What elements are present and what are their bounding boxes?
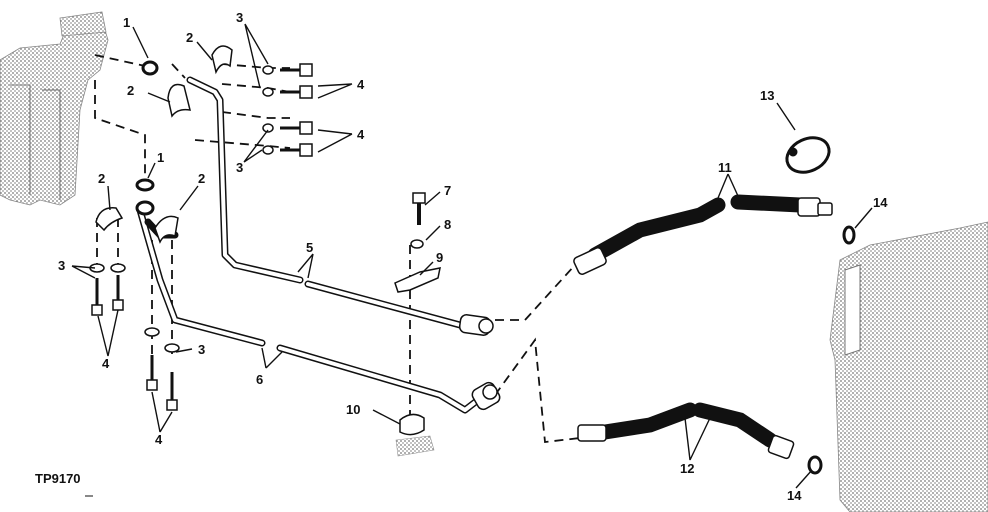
callout-2b: 2 [127,83,134,98]
callout-13: 13 [760,88,774,103]
o-rings [807,225,856,475]
hose-lower [577,402,795,460]
callout-4c: 4 [102,356,110,371]
oil-cooler-icon [829,221,988,512]
callout-14b: 14 [787,488,802,503]
callout-8: 8 [444,217,451,232]
callout-12: 12 [680,461,694,476]
callout-9: 9 [436,250,443,265]
callout-2a: 2 [186,30,193,45]
callout-6: 6 [256,372,263,387]
bracket-assembly [394,192,441,457]
callout-4d: 4 [155,432,163,447]
callout-2d: 2 [198,171,205,186]
callout-4a: 4 [357,77,365,92]
callout-14a: 14 [873,195,888,210]
washer-icon [135,60,159,216]
callout-11: 11 [718,160,732,175]
vertical-bolts [89,263,180,411]
callout-7: 7 [444,183,451,198]
callout-2c: 2 [98,171,105,186]
bolt-icon [262,63,313,157]
callout-3d: 3 [198,342,205,357]
callout-1b: 1 [157,150,164,165]
filter-assembly-icon [0,11,109,206]
callout-3b: 3 [236,160,243,175]
callout-1a: 1 [123,15,130,30]
leader-lines [71,23,873,489]
callout-10: 10 [346,402,360,417]
clamp-icon [785,136,831,174]
clamp-halves [95,45,233,244]
hose-upper [573,194,833,275]
tube-upper [186,76,494,336]
callout-labels: 1 1 2 2 2 2 3 3 3 3 4 4 4 4 5 6 7 8 9 10… [58,10,888,503]
callout-3c: 3 [58,258,65,273]
figure-code: TP9170 [35,471,81,486]
callout-3a: 3 [236,10,243,25]
tube-lower [136,206,501,414]
callout-4b: 4 [357,127,365,142]
assembly-guide-lines [94,54,581,443]
callout-5: 5 [306,240,313,255]
